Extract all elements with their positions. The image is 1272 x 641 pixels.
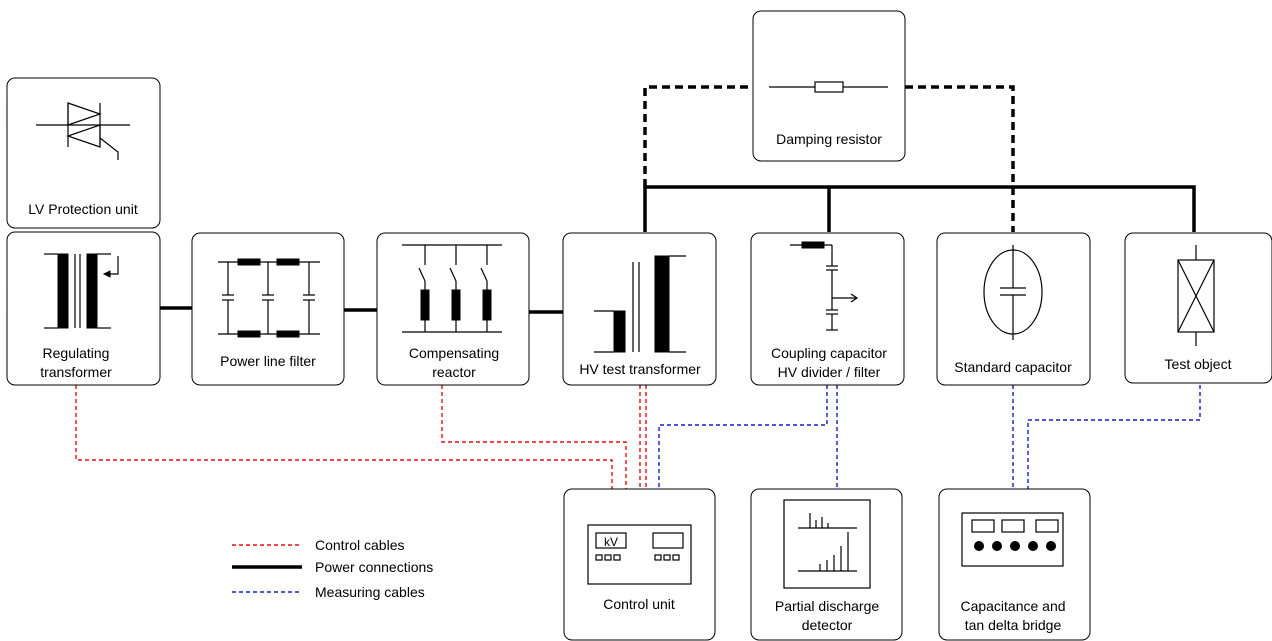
- regulating-transformer-symbol: [44, 253, 119, 329]
- compensating-label-1: Compensating: [409, 345, 499, 361]
- test-object-symbol: [1177, 245, 1215, 346]
- control-unit: kV Control unit: [563, 488, 716, 641]
- standard-capacitor: Standard capacitor: [936, 232, 1091, 386]
- legend-power-label: Power connections: [315, 559, 433, 575]
- test-object-label: Test object: [1165, 356, 1232, 372]
- standard-capacitor-label: Standard capacitor: [954, 359, 1072, 375]
- damping-resistor-symbol: [769, 81, 888, 93]
- tan-delta-bridge: Capacitance and tan delta bridge: [938, 488, 1091, 641]
- legend: Control cables Power connections Measuri…: [232, 537, 433, 600]
- regulating-label-2: transformer: [40, 364, 112, 380]
- power-filter-label: Power line filter: [220, 353, 316, 369]
- damping-resistor: Damping resistor: [752, 10, 906, 162]
- control-unit-label: Control unit: [603, 596, 675, 612]
- pd-label-2: detector: [802, 617, 853, 633]
- coupling-capacitor-symbol: [790, 241, 859, 331]
- compensating-label-2: reactor: [432, 364, 476, 380]
- bridge-label-2: tan delta bridge: [965, 617, 1062, 633]
- kv-label: kV: [604, 535, 618, 549]
- hv-transformer-symbol: [594, 255, 686, 353]
- power-line-filter: Power line filter: [191, 232, 345, 386]
- legend-control-label: Control cables: [315, 537, 405, 553]
- control-cables: [75, 385, 647, 489]
- coupling-label-1: Coupling capacitor: [771, 345, 887, 361]
- reactor-symbol: [402, 244, 502, 333]
- coupling-label-2: HV divider / filter: [778, 364, 881, 380]
- lv-protection-unit: LV Protection unit: [6, 77, 161, 229]
- bridge-panel: [961, 512, 1064, 567]
- standard-capacitor-symbol: [983, 245, 1043, 340]
- partial-discharge-detector: Partial discharge detector: [750, 488, 903, 641]
- hv-test-transformer: HV test transformer: [562, 232, 717, 386]
- pd-label-1: Partial discharge: [775, 598, 879, 614]
- measuring-cables: [658, 385, 1201, 489]
- coupling-capacitor: Coupling capacitor HV divider / filter: [750, 232, 905, 386]
- lv-protection-label: LV Protection unit: [28, 201, 138, 217]
- damping-label: Damping resistor: [776, 131, 882, 147]
- control-unit-panel: kV: [587, 524, 692, 585]
- hv-transformer-label: HV test transformer: [579, 361, 701, 377]
- power-connections: [160, 185, 1196, 314]
- test-object: Test object: [1124, 232, 1272, 384]
- thyristor-symbol: [36, 102, 130, 160]
- bridge-label-1: Capacitance and: [960, 598, 1065, 614]
- damping-connection: [643, 85, 1015, 232]
- regulating-transformer: Regulating transformer: [6, 231, 161, 386]
- pd-detector-screen: [783, 499, 871, 589]
- regulating-label-1: Regulating: [43, 345, 110, 361]
- filter-symbol: [218, 258, 320, 338]
- legend-measuring-label: Measuring cables: [315, 584, 425, 600]
- compensating-reactor: Compensating reactor: [376, 232, 530, 386]
